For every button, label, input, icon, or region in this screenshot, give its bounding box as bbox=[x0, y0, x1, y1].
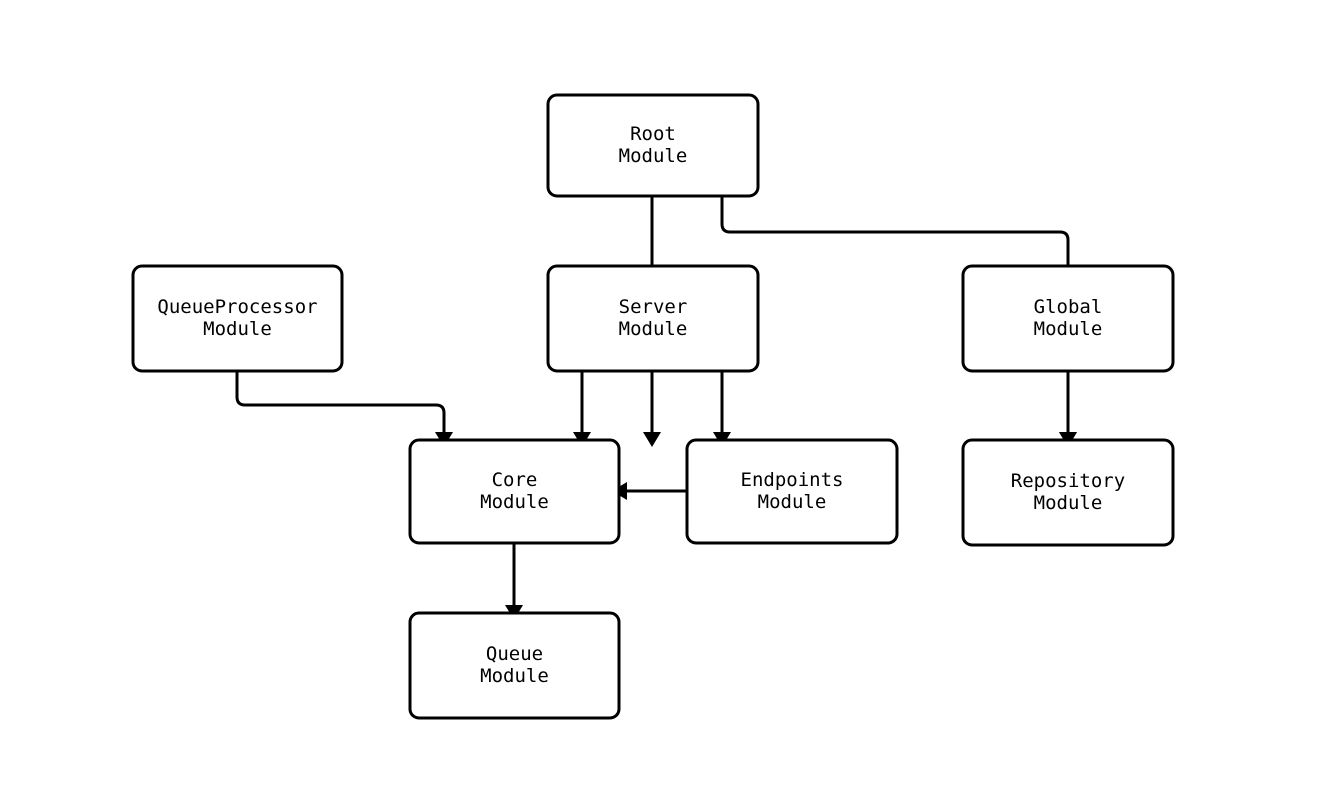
node-root-module-box[interactable] bbox=[546, 93, 760, 198]
edge-layer bbox=[235, 196, 1070, 605]
node-queue-module[interactable]: Queue Module bbox=[408, 611, 621, 720]
node-root-module[interactable]: Root Module bbox=[546, 93, 760, 198]
node-queue-module-label-line1: Queue bbox=[486, 643, 543, 665]
node-server-module[interactable]: Server Module bbox=[546, 264, 760, 373]
node-core-module-label-line1: Core bbox=[492, 469, 538, 491]
node-core-module-box[interactable] bbox=[408, 438, 621, 545]
node-layer: Root Module QueueProcessor Module Server… bbox=[131, 93, 1175, 720]
node-endpoints-module-box[interactable] bbox=[685, 438, 899, 545]
node-queue-module-label-line2: Module bbox=[480, 665, 549, 687]
node-queueprocessor-module-box[interactable] bbox=[131, 264, 344, 373]
node-queueprocessor-module-label-line2: Module bbox=[203, 318, 272, 340]
node-queueprocessor-module-label-line1: QueueProcessor bbox=[157, 296, 317, 318]
edge-root-to-global bbox=[720, 196, 1070, 432]
node-repository-module[interactable]: Repository Module bbox=[961, 438, 1175, 547]
node-repository-module-label-line2: Module bbox=[1034, 492, 1103, 514]
edge-queueprocessor-to-core bbox=[235, 371, 446, 432]
node-repository-module-box[interactable] bbox=[961, 438, 1175, 547]
node-repository-module-label-line1: Repository bbox=[1011, 470, 1125, 492]
node-queue-module-box[interactable] bbox=[408, 611, 621, 720]
node-server-module-label-line1: Server bbox=[619, 296, 688, 318]
node-core-module-label-line2: Module bbox=[480, 491, 549, 513]
arrowhead-root-to-server bbox=[643, 432, 661, 447]
node-server-module-label-line2: Module bbox=[619, 318, 688, 340]
node-core-module[interactable]: Core Module bbox=[408, 438, 621, 545]
node-endpoints-module-label-line2: Module bbox=[758, 491, 827, 513]
node-server-module-box[interactable] bbox=[546, 264, 760, 373]
node-queueprocessor-module[interactable]: QueueProcessor Module bbox=[131, 264, 344, 373]
node-global-module[interactable]: Global Module bbox=[961, 264, 1175, 373]
node-global-module-box[interactable] bbox=[961, 264, 1175, 373]
node-global-module-label-line2: Module bbox=[1034, 318, 1103, 340]
node-root-module-label-line2: Module bbox=[619, 145, 688, 167]
node-endpoints-module-label-line1: Endpoints bbox=[741, 469, 844, 491]
node-root-module-label-line1: Root bbox=[630, 123, 676, 145]
node-global-module-label-line1: Global bbox=[1034, 296, 1103, 318]
node-endpoints-module[interactable]: Endpoints Module bbox=[685, 438, 899, 545]
